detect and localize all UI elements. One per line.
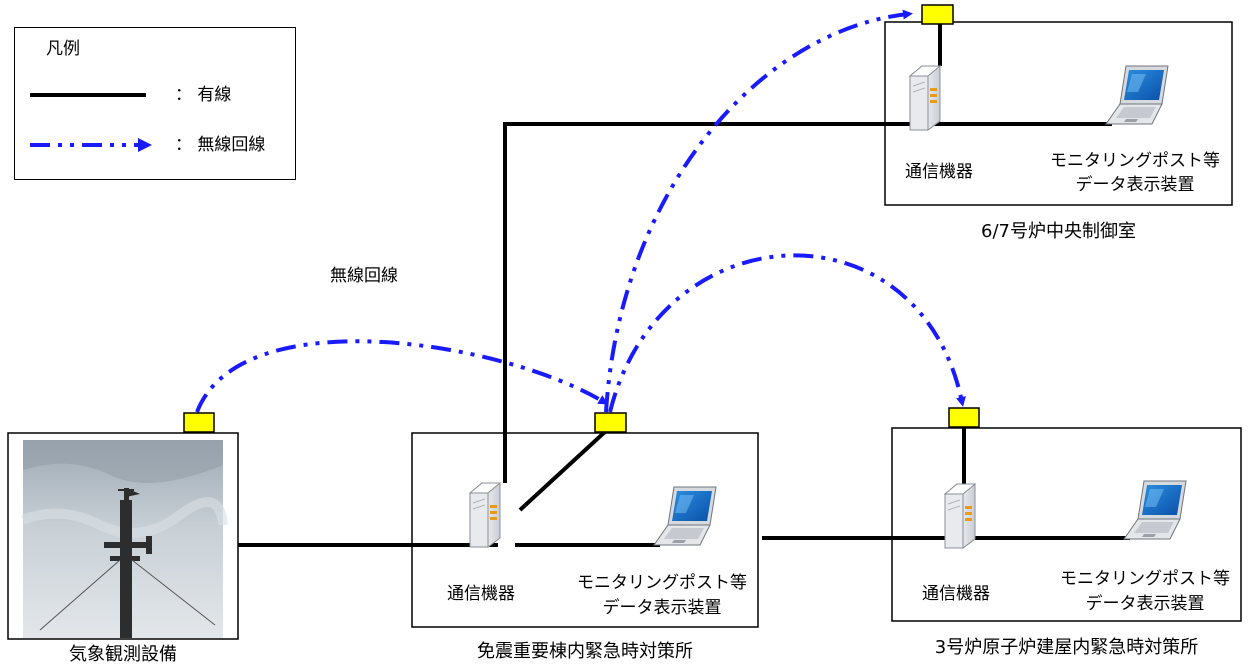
control-comm-label: 通信機器	[905, 162, 973, 182]
seismic-antenna	[594, 412, 627, 433]
control-display-label-1: モニタリングポスト等	[1050, 151, 1220, 171]
wireless-weather-to-seismic	[195, 339, 609, 413]
reactor3-comm-icon	[944, 483, 976, 549]
legend-wireless-label: ： 無線回線	[175, 135, 266, 155]
reactor3-antenna	[948, 407, 980, 428]
seismic-display-icon	[653, 486, 717, 546]
weather-antenna	[183, 412, 215, 433]
weather-tower-photo	[21, 440, 228, 638]
weather-caption: 気象観測設備	[69, 644, 177, 665]
seismic-comm-icon	[469, 482, 501, 548]
legend-wired-label: ： 有線	[175, 85, 232, 105]
seismic-comm-label: 通信機器	[447, 584, 515, 604]
wireless-seismic-to-reactor3	[608, 253, 966, 413]
control-antenna	[921, 4, 954, 25]
seismic-display-label-1: モニタリングポスト等	[577, 573, 747, 593]
wired-links	[237, 24, 1130, 547]
control-comm-icon	[909, 65, 941, 131]
wire-seismic-antenna	[518, 428, 609, 512]
seismic-caption: 免震重要棟内緊急時対策所	[477, 641, 693, 662]
legend	[14, 27, 296, 180]
control-display-icon	[1105, 65, 1169, 125]
reactor3-caption: 3号炉原子炉建屋内緊急時対策所	[934, 637, 1199, 658]
reactor3-display-icon	[1123, 480, 1187, 540]
wireless-caption: 無線回線	[330, 266, 398, 286]
legend-wireless-arrow	[138, 138, 152, 152]
reactor3-display-label-1: モニタリングポスト等	[1060, 569, 1230, 589]
wireless-seismic-to-control	[604, 9, 913, 413]
reactor3-comm-label: 通信機器	[922, 584, 990, 604]
reactor3-display-label-2: データ表示装置	[1085, 594, 1205, 614]
control-site-box	[884, 21, 1233, 206]
wireless-links	[195, 9, 966, 413]
seismic-display-label-2: データ表示装置	[602, 598, 722, 618]
control-display-label-2: データ表示装置	[1075, 175, 1195, 195]
reactor3-site-box	[891, 427, 1242, 622]
legend-title: 凡例	[46, 39, 80, 59]
seismic-site-box	[411, 432, 759, 628]
control-caption: 6/7号炉中央制御室	[981, 221, 1136, 242]
wire-seismic-to-control	[503, 122, 910, 483]
